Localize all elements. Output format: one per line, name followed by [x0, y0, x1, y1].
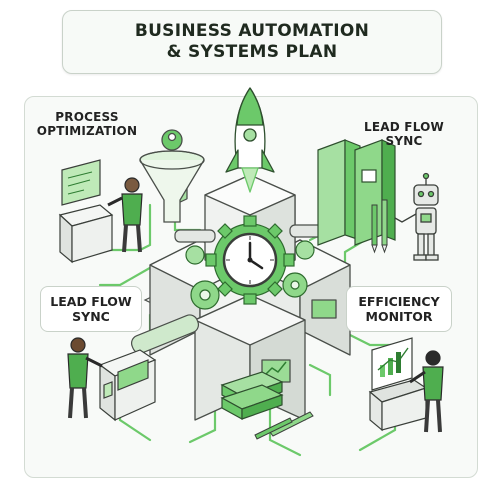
pencil-icon [371, 199, 388, 254]
label-process-optimization-line2: OPTIMIZATION [36, 124, 138, 138]
label-lead-flow-sync-top-line2: SYNC [385, 134, 423, 148]
title-banner: BUSINESS AUTOMATION & SYSTEMS PLAN [62, 10, 442, 74]
chart-icon [377, 347, 409, 377]
title-line-2: & SYSTEMS PLAN [166, 42, 338, 62]
label-efficiency-monitor-line1: EFFICIENCY [358, 294, 440, 309]
rocket-icon [225, 87, 275, 193]
person-icon [107, 177, 143, 253]
terminal-workstation [58, 159, 114, 264]
book-icon [317, 139, 396, 246]
title-line-1: BUSINESS AUTOMATION [134, 21, 370, 41]
person-icon [67, 337, 103, 419]
clock-icon [222, 232, 278, 288]
label-lead-flow-sync-left-line2: SYNC [72, 309, 110, 324]
label-efficiency-monitor: EFFICIENCY MONITOR [346, 286, 452, 332]
pipes [130, 224, 326, 354]
funnel-icon [139, 129, 205, 223]
pencil-icon [254, 411, 314, 440]
control-console [98, 349, 157, 422]
label-lead-flow-sync-top-line1: LEAD FLOW [364, 120, 444, 134]
robot-icon [394, 172, 439, 261]
book-icon [220, 371, 284, 421]
label-process-optimization: PROCESS OPTIMIZATION [28, 110, 146, 138]
label-lead-flow-sync-left: LEAD FLOW SYNC [40, 286, 142, 332]
label-lead-flow-sync-top: LEAD FLOW SYNC [354, 120, 454, 148]
laptop-icon [368, 337, 428, 432]
label-lead-flow-sync-left-line1: LEAD FLOW [50, 294, 132, 309]
person-icon [409, 350, 444, 433]
label-process-optimization-line1: PROCESS [55, 110, 119, 124]
label-efficiency-monitor-line2: MONITOR [365, 309, 433, 324]
